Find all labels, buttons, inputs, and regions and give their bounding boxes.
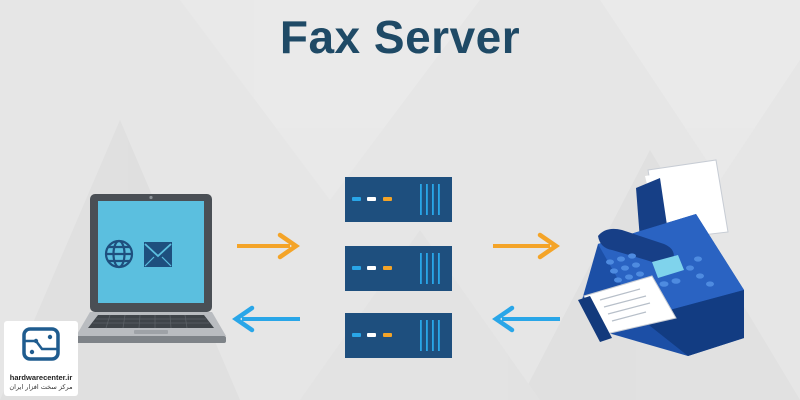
laptop — [76, 194, 226, 343]
fax-machine — [578, 159, 744, 356]
arrow-fax-to-server — [492, 305, 560, 333]
fax-front-side — [640, 290, 744, 356]
arrow-server-to-fax — [493, 232, 560, 260]
keyboard-keys — [93, 314, 209, 329]
fax-handset — [598, 228, 674, 270]
circuit-logo-icon — [22, 327, 60, 361]
server-stack — [345, 177, 452, 358]
fax-tray — [636, 178, 668, 240]
fax-display — [652, 255, 684, 278]
laptop-camera — [149, 195, 153, 200]
arrow-server-to-laptop — [232, 305, 300, 333]
laptop-touchpad — [134, 330, 168, 334]
globe-icon — [104, 239, 134, 269]
server-unit — [345, 177, 452, 222]
arrow-laptop-to-server — [237, 232, 300, 260]
server-unit — [345, 313, 452, 358]
envelope-icon — [144, 242, 172, 267]
fax-paper-in-front — [645, 166, 718, 205]
server-unit — [345, 246, 452, 291]
fax-paper-lines — [599, 288, 651, 322]
fax-output-slot — [578, 296, 612, 342]
watermark-tagline: مرکز سخت افزار ایران — [9, 383, 73, 391]
laptop-keyboard — [88, 315, 214, 328]
watermark-site: hardwarecenter.ir — [9, 373, 73, 382]
page-title: Fax Server — [279, 11, 521, 63]
watermark-logo: hardwarecenter.ir مرکز سخت افزار ایران — [4, 321, 78, 396]
laptop-front-edge — [76, 336, 226, 343]
